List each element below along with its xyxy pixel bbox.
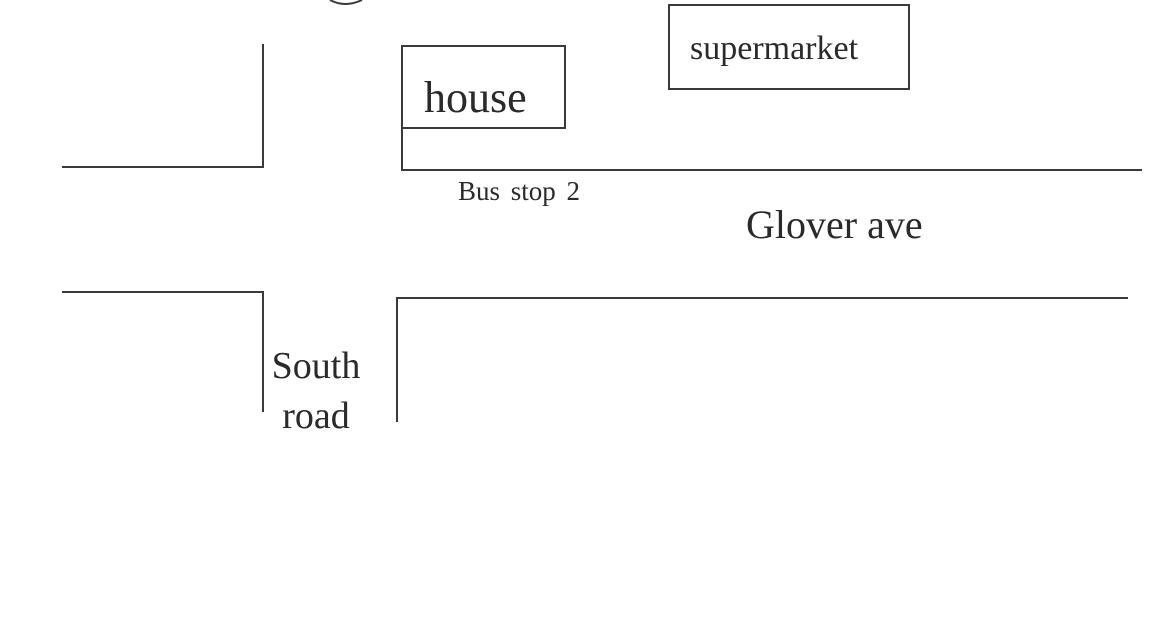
supermarket-building — [668, 4, 910, 90]
house-building — [401, 45, 566, 129]
cut-off-circle-mark — [329, 0, 363, 5]
bus-stop-label: Bus stop 2 — [458, 176, 581, 206]
supermarket-label: supermarket — [690, 30, 859, 67]
glover-ave-label: Glover ave — [746, 202, 923, 247]
south-road-label-line2: road — [282, 395, 350, 437]
south-road-west-edge-lower — [62, 291, 264, 412]
south-road-east-edge-lower — [396, 297, 1128, 422]
south-road-label: South road — [264, 341, 368, 441]
south-road-label-line1: South — [271, 345, 361, 387]
house-label: house — [424, 73, 527, 122]
south-road-west-edge-upper — [62, 44, 264, 168]
